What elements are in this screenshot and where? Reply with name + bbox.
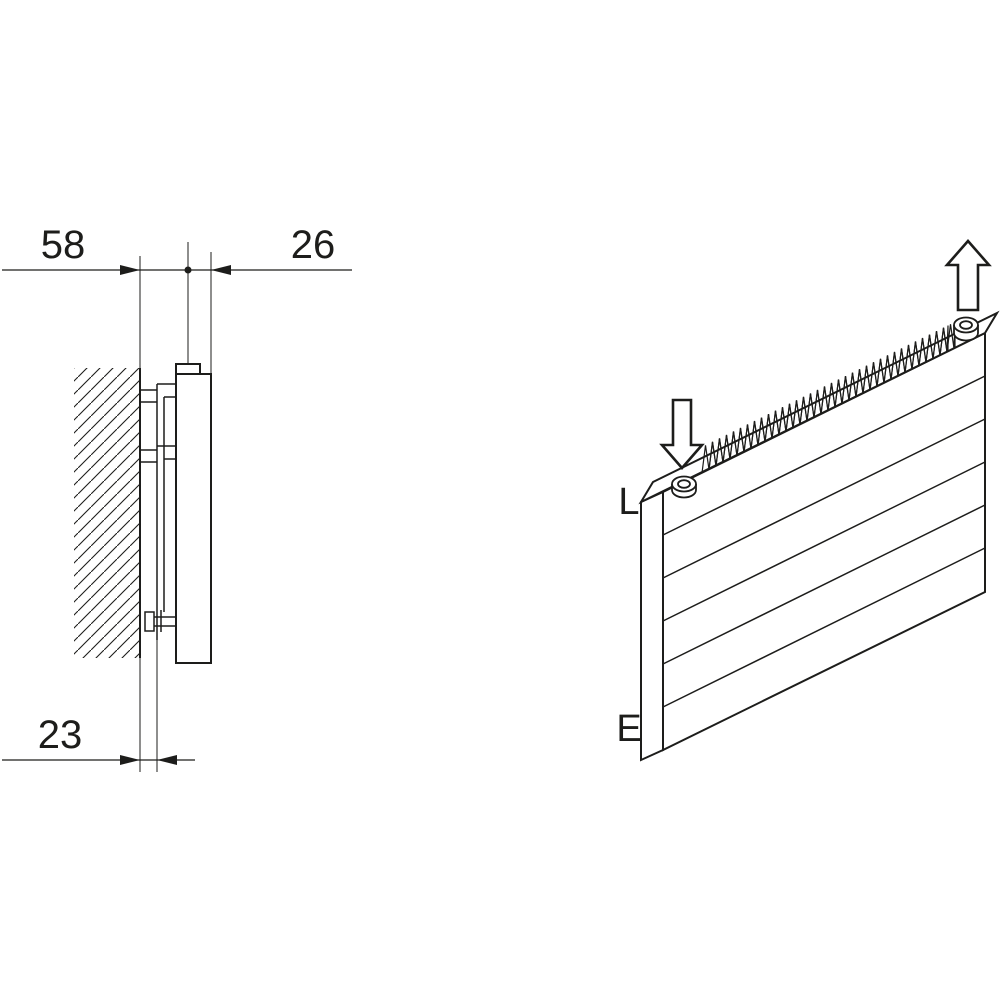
boss-opening (959, 320, 973, 330)
iso-view: L E (616, 239, 1000, 762)
flow-up-arrow-icon (944, 239, 992, 312)
dim-label-center-to-front: 26 (291, 223, 336, 267)
dim-label-wall-to-center: 58 (41, 223, 86, 267)
label-inlet: L (618, 481, 639, 523)
panel-groove-line (662, 375, 986, 536)
inlet-connection-boss (671, 475, 697, 499)
mounting-bracket (140, 383, 176, 640)
boss-opening (677, 479, 691, 489)
dimension-top: 58 26 (2, 223, 352, 275)
panel-groove-line (662, 547, 986, 708)
side-view: 58 26 23 (2, 223, 352, 772)
dim-arrow-left-icon (211, 265, 231, 275)
bracket-hooks (140, 383, 176, 463)
dim-label-wall-to-bracket: 23 (38, 713, 83, 757)
dim-arrow-right-icon (120, 265, 140, 275)
outlet-connection-boss (953, 316, 979, 342)
radiator-top-cap (175, 363, 201, 375)
panel-groove-line (662, 504, 986, 665)
dim-arrow-left-icon (157, 755, 177, 765)
dimension-bottom: 23 (2, 713, 195, 765)
panel-groove-line (662, 461, 986, 622)
radiator-panel-side (175, 373, 212, 664)
panel-groove-line (662, 418, 986, 579)
screw-head (144, 611, 155, 632)
radiator-left-end-face (640, 490, 664, 762)
dim-chain-dot (184, 266, 192, 274)
wall-hatching (74, 368, 140, 658)
flow-down-arrow-icon (659, 398, 705, 470)
dim-arrow-right-icon (120, 755, 140, 765)
label-outlet: E (616, 708, 641, 750)
screw-shaft (154, 610, 176, 632)
convector-fins (701, 325, 949, 474)
mounting-screw (144, 610, 176, 632)
